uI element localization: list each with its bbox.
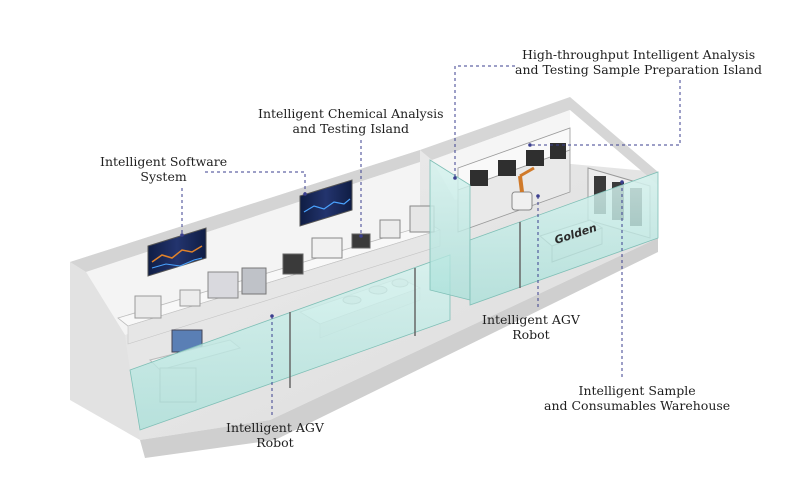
label-chemical-analysis-island: Intelligent Chemical Analysis and Testin…: [258, 106, 444, 136]
leader-dots: [180, 143, 624, 318]
robot-arm: [511, 166, 535, 211]
wall-screen-left: [147, 227, 207, 277]
label-line: Robot: [512, 327, 550, 342]
label-line: Intelligent AGV: [226, 420, 324, 435]
wall-screen-right: [299, 179, 353, 227]
rear-room-wall: [420, 97, 658, 185]
label-high-throughput-island: High-throughput Intelligent Analysis and…: [515, 47, 762, 77]
label-line: Intelligent Chemical Analysis: [258, 106, 444, 121]
front-base: [140, 238, 658, 458]
label-line: High-throughput Intelligent Analysis: [521, 47, 756, 62]
label-agv-robot-left: Intelligent AGV Robot: [226, 420, 324, 450]
label-agv-robot-right: Intelligent AGV Robot: [482, 312, 580, 342]
rear-cabinets: [457, 127, 571, 233]
label-line: Intelligent Software: [100, 154, 228, 169]
label-line: Intelligent AGV: [482, 312, 580, 327]
label-sample-warehouse: Intelligent Sample and Consumables Wareh…: [544, 383, 730, 413]
glass-partition-right: [469, 171, 659, 306]
label-line: System: [140, 169, 187, 184]
label-software-system: Intelligent Software System: [100, 154, 227, 184]
label-line: and Consumables Warehouse: [544, 398, 731, 413]
glass-partition-mid: [429, 159, 471, 301]
leader-high-throughput-right: [530, 80, 681, 146]
label-line: Robot: [256, 435, 294, 450]
label-line: and Testing Island: [292, 121, 410, 136]
left-outer-wall: [70, 262, 140, 440]
back-wall: [70, 150, 420, 272]
leader-software: [205, 171, 306, 194]
leader-lines: [181, 65, 681, 418]
label-line: Intelligent Sample: [578, 383, 696, 398]
label-line: and Testing Sample Preparation Island: [515, 62, 763, 77]
leader-high-throughput: [454, 65, 515, 178]
